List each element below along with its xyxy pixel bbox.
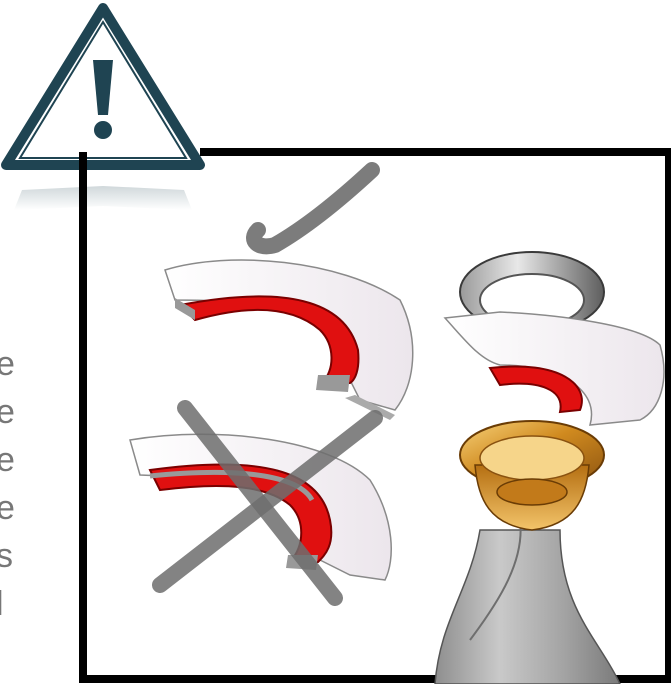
edge-letter: e: [0, 441, 15, 479]
exclamation-icon: [93, 60, 113, 139]
cropped-side-text: e e e e s l: [0, 340, 20, 630]
check-mark-icon: [246, 162, 380, 255]
cross-mark-icon: [152, 400, 383, 606]
correct-seal-section: [164, 259, 414, 420]
edge-letter: s: [0, 537, 13, 575]
steel-flange-assembly: [443, 251, 665, 426]
edge-letter: e: [0, 345, 15, 383]
edge-letter: l: [0, 580, 20, 628]
gold-drain-assembly: [434, 420, 621, 684]
illustration-frame: [79, 148, 671, 683]
edge-letter: e: [0, 393, 15, 431]
edge-letter: e: [0, 489, 15, 527]
